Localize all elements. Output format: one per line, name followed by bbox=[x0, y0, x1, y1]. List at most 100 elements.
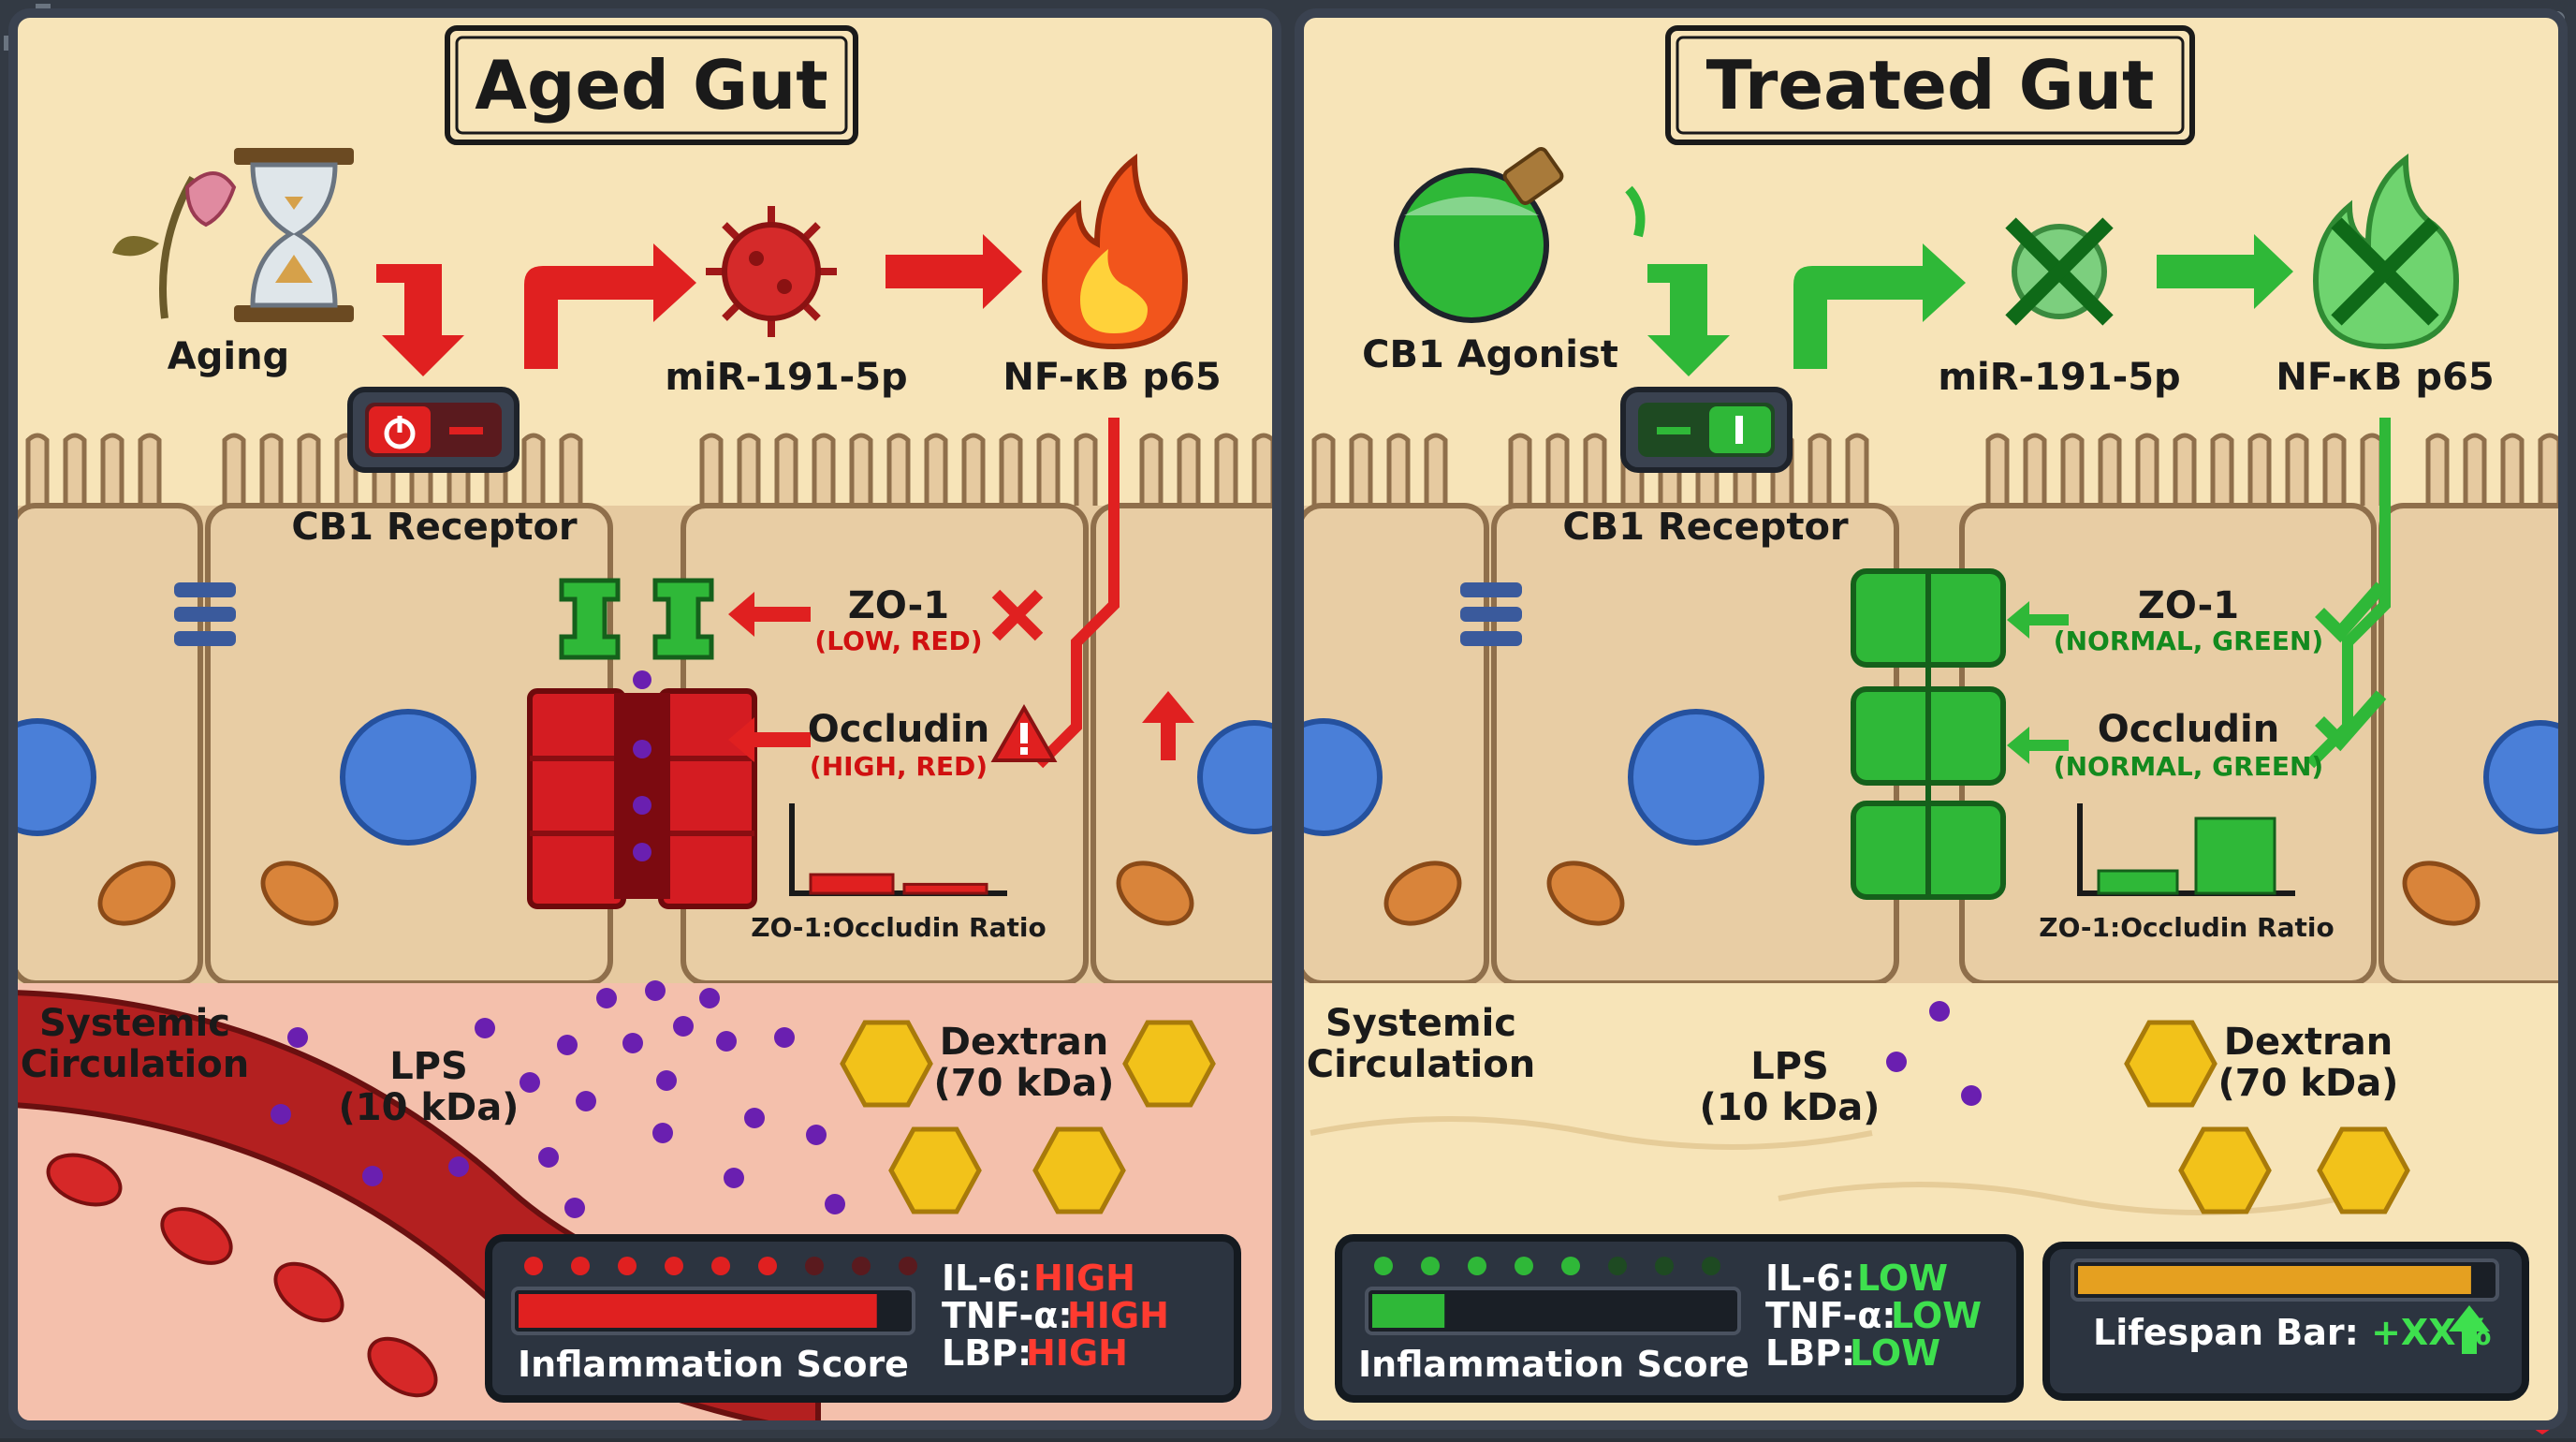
arrow-up-aged bbox=[1142, 691, 1194, 760]
flame-icon-blocked bbox=[2312, 153, 2460, 350]
led-indicator bbox=[1421, 1257, 1440, 1275]
dextran-label-2-treated: (70 kDa) bbox=[2218, 1062, 2399, 1105]
led-indicator bbox=[1515, 1257, 1533, 1275]
occludin-status-aged: (HIGH, RED) bbox=[810, 751, 988, 782]
arrow-aging-to-receptor bbox=[376, 264, 464, 376]
arrow-to-occludin-aged bbox=[728, 717, 811, 762]
circulation-label-1-aged: Systemic bbox=[39, 1002, 230, 1045]
led-indicator bbox=[665, 1257, 683, 1275]
mirna-label-treated: miR-191-5p bbox=[1938, 356, 2180, 399]
marker-lbp-value-aged: HIGH bbox=[1026, 1332, 1128, 1374]
arrow-to-occludin-treated bbox=[2007, 727, 2069, 764]
lps-label-2-treated: (10 kDa) bbox=[1700, 1086, 1881, 1129]
arrow-receptor-to-mirna bbox=[524, 243, 696, 369]
dextran-label-1-aged: Dextran bbox=[940, 1021, 1108, 1064]
marker-lbp-value-treated: LOW bbox=[1850, 1332, 1940, 1374]
occludin-status-treated: (NORMAL, GREEN) bbox=[2054, 751, 2323, 782]
marker-tnf-value-aged: HIGH bbox=[1067, 1295, 1169, 1336]
led-indicator bbox=[571, 1257, 590, 1275]
nucleus-icon bbox=[1299, 709, 2563, 846]
ratio-chart-aged bbox=[789, 803, 1007, 896]
arrow-up-icon bbox=[2449, 1305, 2490, 1354]
led-row-treated bbox=[1374, 1257, 1720, 1275]
panel-title-treated: Treated Gut bbox=[1706, 46, 2155, 125]
aging-label: Aging bbox=[168, 335, 289, 378]
occludin-protein-aged bbox=[527, 688, 757, 909]
arrow-agonist-to-receptor bbox=[1647, 264, 1730, 376]
circulation-label-2-treated: Circulation bbox=[1307, 1043, 1535, 1086]
ratio-label-treated: ZO-1:Occludin Ratio bbox=[2039, 912, 2334, 943]
ratio-label-aged: ZO-1:Occludin Ratio bbox=[751, 912, 1046, 943]
zo1-label-treated: ZO-1 bbox=[2138, 584, 2239, 627]
dextran-label-2-aged: (70 kDa) bbox=[934, 1062, 1115, 1105]
nucleus-icon bbox=[13, 709, 1277, 846]
marker-il6-name-aged: IL-6: bbox=[942, 1258, 1032, 1299]
inflammation-label-aged: Inflammation Score bbox=[518, 1344, 909, 1385]
cb1-receptor-label-treated: CB1 Receptor bbox=[1562, 506, 1849, 549]
lps-particles bbox=[1886, 1001, 1982, 1106]
led-indicator bbox=[711, 1257, 730, 1275]
inflammation-hud-treated: Inflammation Score IL-6: LOW TNF-α: LOW … bbox=[1335, 1234, 2024, 1403]
led-indicator bbox=[805, 1257, 824, 1275]
arrow-mirna-to-nfkb-treated bbox=[2157, 234, 2293, 309]
wilted-flower-icon bbox=[112, 171, 237, 319]
mitochondria-icon bbox=[1383, 861, 2481, 926]
dextran-particle bbox=[840, 1020, 1216, 1214]
lps-particle-leak bbox=[633, 670, 651, 861]
inflammation-bar-aged bbox=[519, 1294, 877, 1328]
desmosome-icon bbox=[174, 582, 236, 646]
inflammation-bar-treated bbox=[1372, 1294, 1445, 1328]
dextran-particle bbox=[2124, 1020, 2410, 1214]
treated-panel-border bbox=[1295, 8, 2568, 1430]
lps-label-1-treated: LPS bbox=[1750, 1045, 1829, 1088]
led-indicator bbox=[1655, 1257, 1674, 1275]
aged-panel-border bbox=[8, 8, 1281, 1430]
check-mark-icon bbox=[2315, 690, 2387, 752]
marker-lbp-name-treated: LBP: bbox=[1765, 1332, 1855, 1374]
inflammation-label-treated: Inflammation Score bbox=[1358, 1344, 1749, 1385]
arrow-to-zo1-treated bbox=[2007, 601, 2069, 639]
nfkb-label-treated: NF-κB p65 bbox=[2276, 356, 2494, 399]
arrow-mirna-to-nfkb bbox=[886, 234, 1022, 309]
virus-icon bbox=[706, 206, 837, 337]
marker-tnf-name-aged: TNF-α: bbox=[942, 1295, 1073, 1336]
warning-icon bbox=[990, 703, 1058, 762]
ratio-bar-occludin-aged bbox=[902, 882, 988, 895]
lifespan-hud: Lifespan Bar: +XX% bbox=[2042, 1242, 2529, 1401]
led-indicator bbox=[1468, 1257, 1486, 1275]
arrow-receptor-to-mirna-treated bbox=[1793, 243, 1966, 369]
cb1-receptor-label-aged: CB1 Receptor bbox=[291, 506, 578, 549]
lps-label-2-aged: (10 kDa) bbox=[339, 1086, 520, 1129]
ratio-bar-zo1-aged bbox=[809, 873, 895, 895]
agonist-label: CB1 Agonist bbox=[1362, 333, 1618, 376]
aged-gut-panel: Aging miR-191-5p NF-κB p65 bbox=[13, 13, 1277, 1425]
circulation-label-1-treated: Systemic bbox=[1325, 1002, 1516, 1045]
dextran-label-1-treated: Dextran bbox=[2224, 1021, 2393, 1064]
led-indicator bbox=[524, 1257, 543, 1275]
zo1-status-aged: (LOW, RED) bbox=[814, 625, 982, 656]
virus-icon-blocked bbox=[2005, 217, 2114, 326]
marker-il6-name-treated: IL-6: bbox=[1765, 1258, 1855, 1299]
arrow-to-zo1-aged bbox=[728, 592, 811, 637]
cb1-receptor-switch-off bbox=[347, 387, 520, 473]
lifespan-bar bbox=[2078, 1266, 2471, 1294]
ratio-bar-occludin-treated bbox=[2194, 817, 2276, 895]
circulation-label-2-aged: Circulation bbox=[21, 1043, 249, 1086]
occludin-label-aged: Occludin bbox=[808, 708, 989, 751]
led-indicator bbox=[758, 1257, 777, 1275]
panel-title-aged: Aged Gut bbox=[475, 46, 827, 125]
lifespan-label: Lifespan Bar: +XX% bbox=[2093, 1312, 2492, 1353]
hourglass-icon bbox=[234, 148, 354, 322]
led-indicator bbox=[1702, 1257, 1720, 1275]
tight-junction-sealed bbox=[1851, 568, 2006, 900]
led-indicator bbox=[899, 1257, 917, 1275]
ratio-chart-treated bbox=[2077, 803, 2295, 896]
title-plaque-treated: Treated Gut bbox=[1665, 25, 2195, 145]
marker-il6-value-treated: LOW bbox=[1857, 1258, 1948, 1299]
treated-gut-panel: CB1 Agonist miR-191-5p NF-κB p65 bbox=[1299, 13, 2563, 1425]
ratio-bar-zo1-treated bbox=[2097, 869, 2179, 895]
cb1-receptor-switch-on bbox=[1620, 387, 1793, 473]
flame-icon bbox=[1041, 153, 1189, 350]
lps-label-1-aged: LPS bbox=[389, 1045, 468, 1088]
